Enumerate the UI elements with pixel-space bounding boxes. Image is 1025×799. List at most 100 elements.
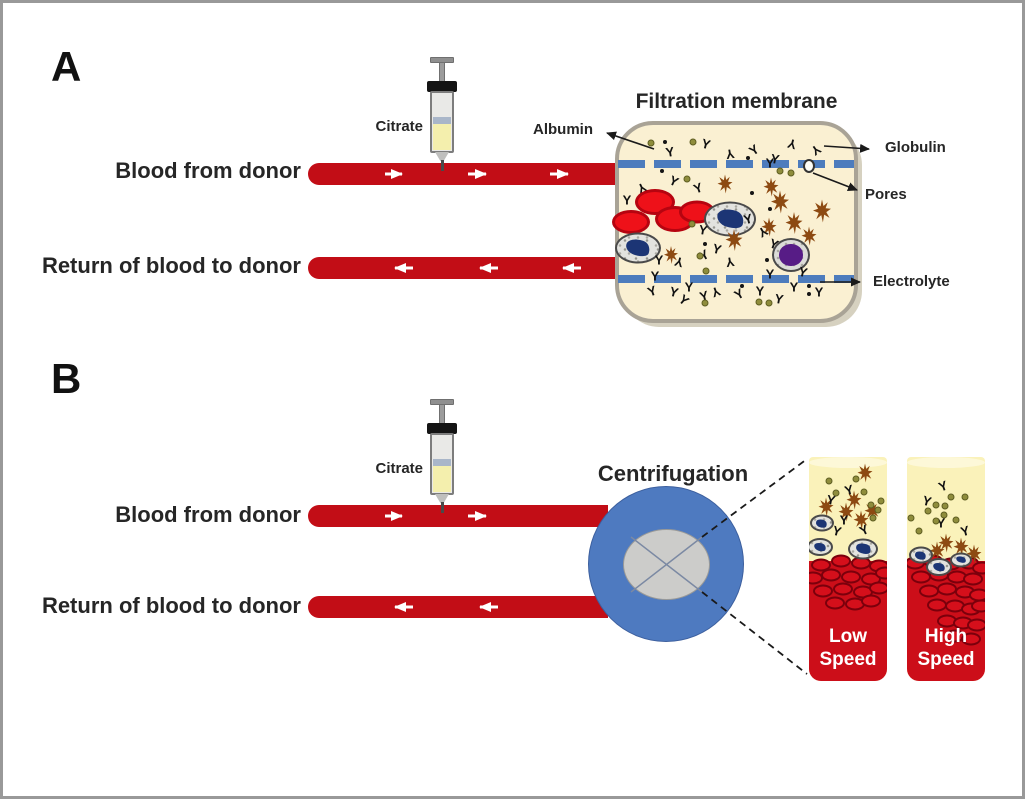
red-blood-cell-icon bbox=[963, 572, 983, 586]
small-particle-icon bbox=[740, 284, 744, 288]
electrolyte-dot-icon bbox=[869, 514, 877, 522]
panel-b-label: B bbox=[51, 355, 82, 402]
electrolyte-dot-icon bbox=[696, 252, 704, 260]
citrate-syringe-icon bbox=[427, 55, 457, 171]
syringe-seal bbox=[433, 117, 451, 125]
antibody-icon: Y bbox=[650, 268, 660, 284]
electrolyte-dot-icon bbox=[867, 501, 875, 509]
protein-particle-icon bbox=[763, 177, 779, 197]
citrate-label: Citrate bbox=[375, 118, 423, 135]
electrolyte-dot-icon bbox=[776, 167, 784, 175]
electrolyte-dot-icon bbox=[932, 501, 940, 509]
syringe-seal bbox=[433, 459, 451, 467]
centrifuge-rotor-icon bbox=[623, 529, 710, 600]
membrane-bottom-line bbox=[618, 275, 854, 283]
antibody-icon: Y bbox=[731, 285, 747, 303]
red-blood-cell-icon bbox=[869, 581, 887, 595]
white-blood-cell-icon bbox=[926, 558, 952, 576]
antibody-icon: Y bbox=[710, 240, 724, 258]
syringe-barrel bbox=[430, 91, 454, 153]
electrolyte-dot-icon bbox=[874, 506, 882, 514]
small-particle-icon bbox=[660, 169, 664, 173]
return-blood-label: Return of blood to donor bbox=[41, 253, 301, 278]
antibody-icon: Y bbox=[755, 283, 765, 299]
white-blood-cell-icon bbox=[909, 546, 933, 564]
red-blood-cell-icon bbox=[861, 594, 881, 608]
electrolyte-dot-icon bbox=[702, 267, 710, 275]
protein-particle-icon bbox=[813, 199, 831, 223]
antibody-icon: Y bbox=[672, 253, 686, 271]
cell-nucleus bbox=[714, 205, 746, 232]
citrate-syringe-icon bbox=[427, 397, 457, 513]
protein-particle-icon bbox=[785, 212, 803, 234]
electrolyte-dot-icon bbox=[683, 175, 691, 183]
antibody-icon: Y bbox=[654, 252, 664, 268]
cell-nucleus bbox=[779, 244, 803, 266]
small-particle-icon bbox=[703, 242, 707, 246]
red-blood-cell-icon bbox=[831, 554, 851, 568]
antibody-icon: Y bbox=[839, 512, 849, 528]
syringe-collar bbox=[427, 81, 457, 92]
antibody-icon: Y bbox=[664, 143, 676, 161]
antibody-icon: Y bbox=[808, 141, 824, 159]
antibody-icon: Y bbox=[667, 283, 681, 301]
low-speed-label: Low Speed bbox=[809, 625, 887, 671]
red-blood-cell-icon bbox=[967, 618, 985, 632]
small-particle-icon bbox=[750, 191, 754, 195]
syringe-taper bbox=[435, 152, 449, 161]
electrolyte-dot-icon bbox=[961, 493, 969, 501]
small-particle-icon bbox=[768, 207, 772, 211]
antibody-icon: Y bbox=[936, 515, 946, 531]
speed-label-line1: Low bbox=[829, 626, 867, 647]
small-particle-icon bbox=[765, 258, 769, 262]
antibody-icon: Y bbox=[796, 263, 810, 281]
syringe-needle-icon bbox=[441, 502, 444, 513]
antibody-icon: Y bbox=[773, 290, 785, 308]
antibody-icon: Y bbox=[684, 279, 694, 295]
electrolyte-dot-icon bbox=[907, 514, 915, 522]
electrolyte-dot-icon bbox=[947, 493, 955, 501]
electrolyte-dot-icon bbox=[787, 169, 795, 177]
antibody-icon: Y bbox=[666, 172, 682, 190]
blood-from-donor-tube bbox=[308, 505, 608, 527]
electrolyte-dot-icon bbox=[940, 511, 948, 519]
antibody-icon: Y bbox=[814, 284, 824, 300]
red-blood-cell-icon bbox=[875, 566, 887, 580]
electrolyte-dot-icon bbox=[952, 516, 960, 524]
return-blood-tube bbox=[308, 257, 615, 279]
speed-label-line1: High bbox=[924, 626, 968, 647]
syringe-barrel bbox=[430, 433, 454, 495]
red-blood-cell-icon bbox=[813, 584, 833, 598]
electrolyte-label: Electrolyte bbox=[873, 273, 950, 290]
antibody-icon: Y bbox=[724, 145, 736, 163]
blood-from-donor-label: Blood from donor bbox=[115, 158, 301, 183]
red-blood-cell-icon bbox=[811, 558, 831, 572]
electrolyte-dot-icon bbox=[915, 527, 923, 535]
small-particle-icon bbox=[807, 284, 811, 288]
antibody-icon: Y bbox=[765, 266, 775, 282]
membrane-top-line bbox=[618, 160, 854, 168]
globulin-label: Globulin bbox=[885, 139, 946, 156]
white-blood-cell-icon bbox=[704, 201, 756, 237]
antibody-icon: Y bbox=[785, 135, 799, 153]
red-blood-cell-icon bbox=[635, 189, 675, 215]
white-blood-cell-icon bbox=[810, 514, 834, 532]
electrolyte-dot-icon bbox=[825, 477, 833, 485]
antibody-icon: Y bbox=[675, 291, 693, 309]
electrolyte-dot-icon bbox=[941, 502, 949, 510]
red-blood-cell-icon bbox=[825, 596, 845, 610]
speed-label-line2: Speed bbox=[819, 649, 877, 670]
electrolyte-dot-icon bbox=[765, 299, 773, 307]
electrolyte-dot-icon bbox=[924, 507, 932, 515]
return-blood-tube bbox=[308, 596, 608, 618]
small-particle-icon bbox=[807, 292, 811, 296]
antibody-icon: Y bbox=[697, 221, 709, 239]
citrate-label: Citrate bbox=[375, 460, 423, 477]
return-blood-label: Return of blood to donor bbox=[41, 593, 301, 618]
antibody-icon: Y bbox=[699, 135, 713, 153]
white-blood-cell-icon bbox=[615, 232, 661, 264]
